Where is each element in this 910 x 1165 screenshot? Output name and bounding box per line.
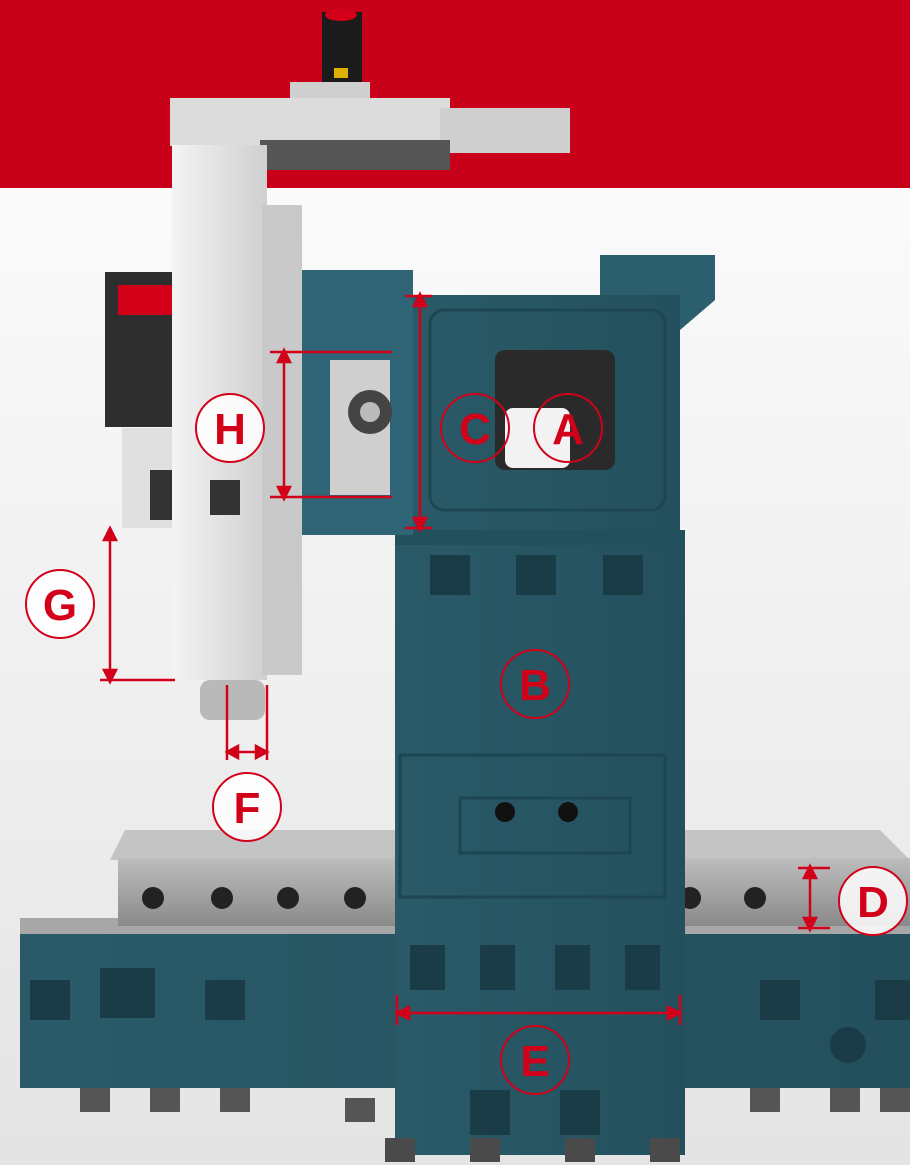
- label-B: B: [500, 649, 570, 719]
- dimension-lines: [100, 291, 830, 1025]
- label-C: C: [440, 393, 510, 463]
- red-banner: [0, 0, 910, 188]
- label-H: H: [195, 393, 265, 463]
- spindle-nose: [200, 680, 265, 720]
- label-D: D: [838, 866, 908, 936]
- label-A: A: [533, 393, 603, 463]
- label-F: F: [212, 772, 282, 842]
- table-holes: [142, 887, 766, 909]
- base-feet: [80, 1088, 910, 1122]
- column-lower-pockets: [410, 945, 660, 1135]
- label-E: E: [500, 1025, 570, 1095]
- column-windows: [430, 555, 643, 595]
- label-G: G: [25, 569, 95, 639]
- base-pockets: [30, 968, 910, 1063]
- top-bridge: [170, 98, 450, 146]
